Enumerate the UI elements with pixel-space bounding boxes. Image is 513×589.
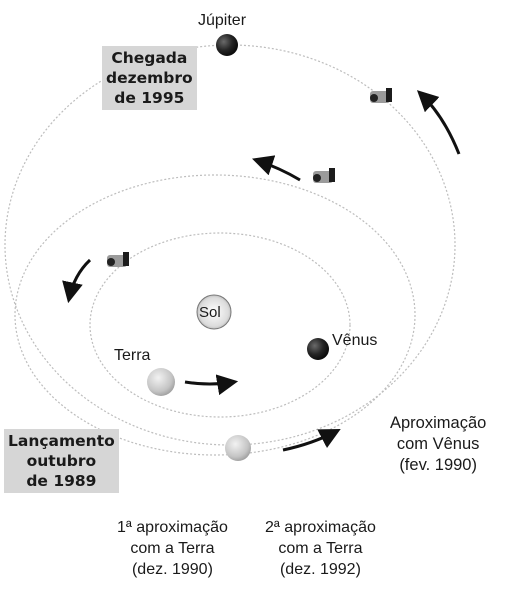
earth-label: Terra <box>114 347 151 364</box>
venus-planet <box>307 338 329 360</box>
earth-position-flyby <box>225 435 251 461</box>
arrow-icon <box>416 90 461 155</box>
earth-position-launch <box>147 368 175 396</box>
earth-flyby-2-label: 2ª aproximação com a Terra (dez. 1992) <box>265 517 376 580</box>
launch-date-box: Lançamento outubro de 1989 <box>4 429 119 493</box>
launch-box-line: de 1989 <box>26 472 97 490</box>
venus-flyby-line: (fev. 1990) <box>399 456 477 474</box>
earth-flyby-1-line: (dez. 1990) <box>131 561 213 578</box>
probe-icon <box>370 88 392 103</box>
arrival-box-line: de 1995 <box>114 89 185 107</box>
arrow-icon <box>184 374 239 396</box>
sun-label: Sol <box>199 304 221 321</box>
jupiter-label: Júpiter <box>198 12 247 29</box>
arrival-box-line: dezembro <box>106 69 193 87</box>
launch-box-line: outubro <box>26 452 97 470</box>
earth-flyby-1-line: 1ª aproximação <box>117 519 228 536</box>
earth-flyby-2-line: 2ª aproximação <box>265 519 376 536</box>
probe-icon <box>313 168 335 183</box>
venus-flyby-line: Aproximação <box>390 414 487 432</box>
inner-orbit <box>89 232 351 418</box>
venus-flyby-line: com Vênus <box>396 435 480 453</box>
jupiter-planet <box>216 34 238 56</box>
earth-flyby-2-line: com a Terra <box>278 540 363 557</box>
arrow-icon <box>282 429 341 452</box>
earth-flyby-2-line: (dez. 1992) <box>279 561 361 578</box>
venus-flyby-label: Aproximação com Vênus (fev. 1990) <box>390 413 486 476</box>
probe-icon <box>107 252 129 267</box>
earth-flyby-1-label: 1ª aproximação com a Terra (dez. 1990) <box>117 517 228 580</box>
sun <box>196 294 232 330</box>
venus-label: Vênus <box>332 332 378 349</box>
launch-box-line: Lançamento <box>8 432 115 450</box>
arrow-icon <box>252 155 301 182</box>
arrival-box-line: Chegada <box>111 49 188 67</box>
arrival-date-box: Chegada dezembro de 1995 <box>102 46 197 110</box>
earth-flyby-1-line: com a Terra <box>130 540 215 557</box>
arrow-icon <box>62 258 92 304</box>
middle-orbit <box>14 174 416 456</box>
